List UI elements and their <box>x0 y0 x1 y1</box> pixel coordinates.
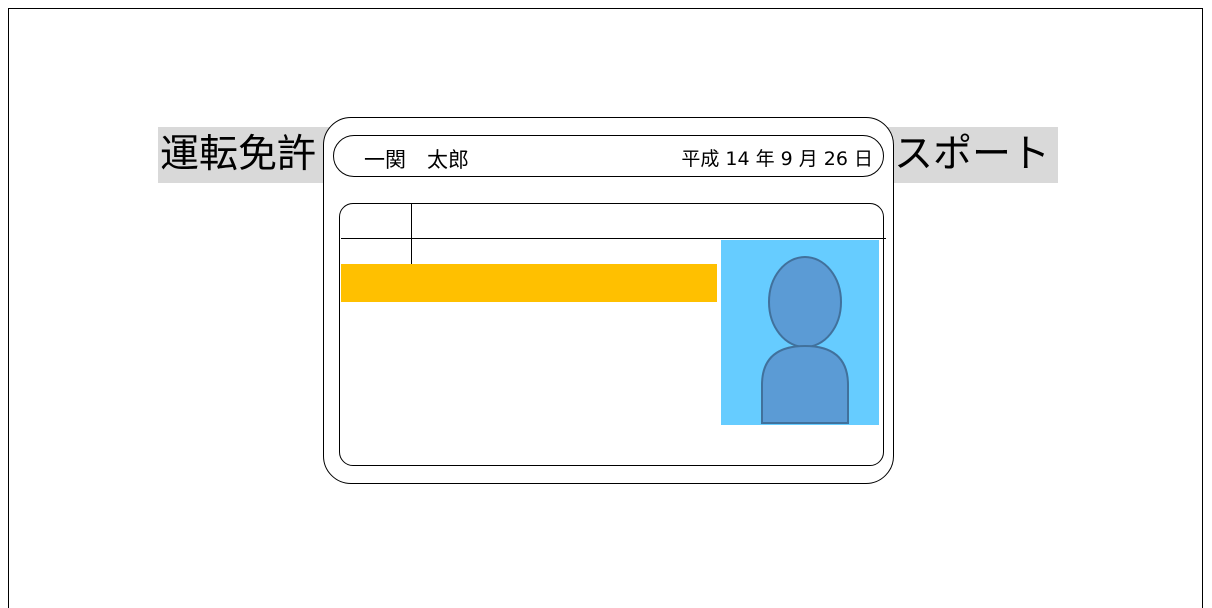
caption-left-text: 運転免許 <box>160 132 317 177</box>
name-strip: 一関 太郎 平成 14 年 9 月 26 日 <box>333 135 884 177</box>
holder-name: 一関 太郎 <box>364 148 469 172</box>
photo-box <box>721 240 879 425</box>
panel-divider-vertical <box>411 204 412 265</box>
page-frame <box>8 8 1203 608</box>
panel-divider-horizontal <box>341 238 886 239</box>
person-silhouette-icon <box>721 240 879 425</box>
caption-right-text: スポート <box>894 132 1051 177</box>
highlight-bar <box>341 264 717 302</box>
birth-date: 平成 14 年 9 月 26 日 <box>681 148 873 170</box>
